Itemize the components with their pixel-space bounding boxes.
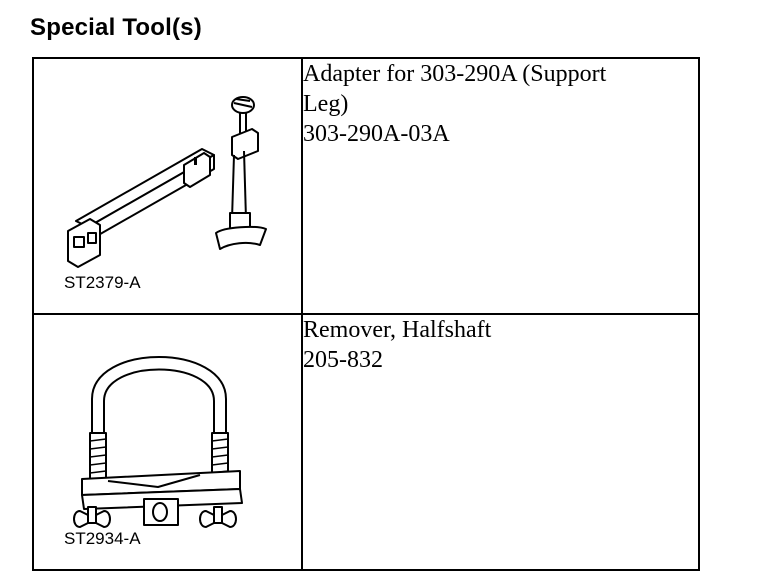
- tool-row: ST2934-A Remover, Halfshaft 205-832: [32, 313, 700, 571]
- page-title: Special Tool(s): [30, 14, 202, 41]
- illustration-code: ST2934-A: [64, 529, 141, 548]
- tool-description-cell: Remover, Halfshaft 205-832: [301, 313, 700, 571]
- tool-description-line: Leg): [303, 91, 349, 117]
- tool-description-line: Remover, Halfshaft: [303, 317, 492, 343]
- tool-part-number: 205-832: [303, 347, 383, 373]
- tool-row: ST2379-A Adapter for 303-290A (Support L…: [32, 57, 700, 315]
- tool-illustration-cell: ST2934-A: [32, 313, 303, 571]
- halfshaft-remover-illustration: [73, 356, 243, 528]
- tool-description-cell: Adapter for 303-290A (Support Leg) 303-2…: [301, 57, 700, 315]
- tool-illustration-cell: ST2379-A: [32, 57, 303, 315]
- support-leg-adapter-illustration: [67, 96, 267, 268]
- tool-part-number: 303-290A-03A: [303, 121, 450, 147]
- illustration-code: ST2379-A: [64, 273, 141, 292]
- special-tools-table: ST2379-A Adapter for 303-290A (Support L…: [32, 57, 700, 571]
- tool-description-line: Adapter for 303-290A (Support: [303, 61, 607, 87]
